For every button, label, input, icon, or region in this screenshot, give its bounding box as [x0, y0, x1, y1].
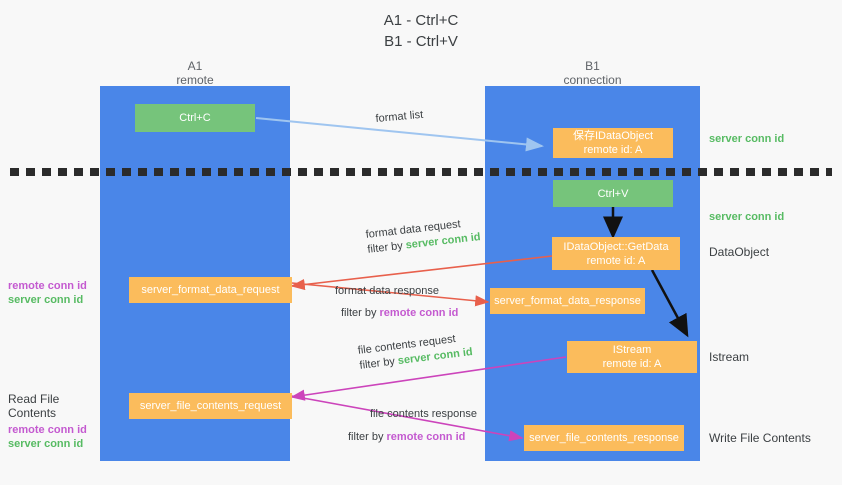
lane-header-a1: A1 remote [100, 59, 290, 87]
label-format-data-response-filter: filter by remote conn id [341, 306, 458, 321]
box-istream[interactable]: IStream remote id: A [567, 341, 697, 373]
lane-b1-name: B1 [585, 59, 600, 73]
box-save-dataobject-line1: 保存IDataObject [572, 130, 654, 142]
box-ctrl-v-label: Ctrl+V [597, 187, 629, 200]
page-title: A1 - Ctrl+C B1 - Ctrl+V [0, 10, 842, 52]
label-group-file-contents-request: file contents request filter by server c… [357, 330, 474, 374]
note-write-file-contents: Write File Contents [709, 431, 811, 445]
lane-a1-name: A1 [187, 59, 203, 73]
label-file-contents-response-filter: filter by remote conn id [348, 430, 477, 445]
title-line-2: B1 - Ctrl+V [384, 33, 458, 50]
box-server-file-contents-request[interactable]: server_file_contents_request [129, 393, 292, 419]
label-group-file-contents-response: file contents response filter by remote … [348, 407, 478, 445]
label-file-contents-response-filter-key: remote conn id [386, 431, 466, 443]
title-line-1: A1 - Ctrl+C [383, 12, 459, 29]
box-ctrl-c-label: Ctrl+C [179, 112, 211, 124]
label-format-data-response: format data response [335, 285, 439, 297]
lane-header-b1: B1 connection [485, 59, 700, 87]
note-server-conn-id-top: server conn id [709, 133, 785, 145]
note-dataobject: DataObject [709, 245, 770, 259]
box-ctrl-c[interactable]: Ctrl+C [135, 104, 255, 132]
note-group-format-data: remote conn id server conn id [8, 279, 96, 307]
note-istream: Istream [709, 350, 750, 364]
note-read-file-contents: Read File Contents [8, 392, 60, 420]
note-group-file-contents: Read File Contents remote conn id server… [8, 392, 103, 451]
box-server-format-data-response-label: server_format_data_response [494, 295, 641, 307]
label-format-data-response-filter-key: remote conn id [379, 307, 459, 319]
box-save-dataobject-line2: remote id: A [583, 144, 643, 156]
label-file-contents-request-filter-prefix: filter by [358, 355, 399, 372]
box-save-dataobject[interactable]: 保存IDataObject remote id: A [553, 128, 673, 158]
label-format-data-response-filter-prefix: filter by [341, 307, 380, 319]
box-idataobject-getdata-line1: IDataObject::GetData [563, 240, 669, 253]
box-server-file-contents-request-label: server_file_contents_request [139, 400, 282, 412]
lane-a1-sub: remote [176, 73, 214, 87]
label-file-contents-response-filter-prefix: filter by [348, 431, 387, 443]
box-istream-line2: remote id: A [602, 358, 662, 370]
box-server-format-data-request-label: server_format_data_request [141, 284, 280, 296]
note-server-conn-id-2: server conn id [8, 438, 84, 450]
label-format-list: format list [375, 108, 424, 125]
box-istream-line1: IStream [612, 344, 652, 356]
box-idataobject-getdata-line2: remote id: A [586, 254, 646, 267]
box-server-file-contents-response[interactable]: server_file_contents_response [524, 425, 684, 451]
label-group-format-data-request: format data request filter by server con… [365, 215, 481, 258]
note-remote-conn-id-2: remote conn id [8, 424, 87, 436]
note-remote-conn-id-1: remote conn id [8, 280, 87, 292]
box-ctrl-v[interactable]: Ctrl+V [553, 180, 673, 207]
box-server-format-data-response[interactable]: server_format_data_response [490, 288, 645, 314]
box-server-format-data-request[interactable]: server_format_data_request [129, 277, 292, 303]
label-format-data-request-filter-prefix: filter by [366, 239, 407, 256]
note-server-conn-id-1: server conn id [8, 294, 84, 306]
note-server-conn-id-mid: server conn id [709, 211, 785, 223]
lane-b1-sub: connection [563, 73, 622, 87]
label-file-contents-response: file contents response [370, 408, 478, 420]
label-group-format-data-response: format data response filter by remote co… [335, 284, 458, 321]
box-idataobject-getdata[interactable]: IDataObject::GetData remote id: A [552, 237, 680, 270]
box-server-file-contents-response-label: server_file_contents_response [529, 432, 679, 444]
